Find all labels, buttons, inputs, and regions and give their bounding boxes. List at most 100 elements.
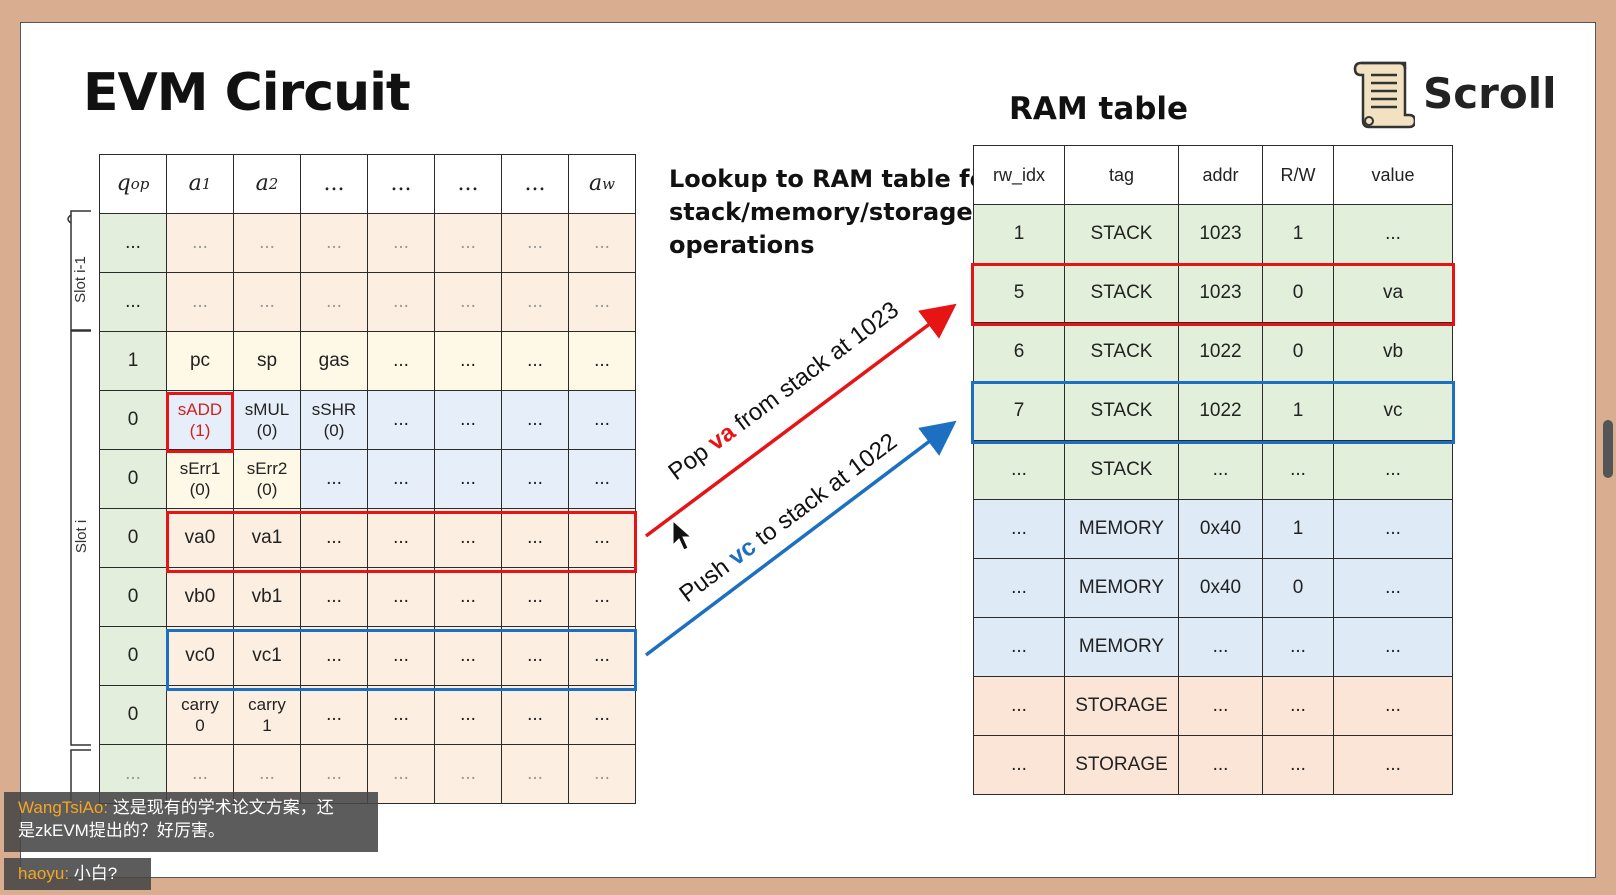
evm-cell: ... <box>99 213 167 273</box>
ram-cell: 1023 <box>1178 263 1263 323</box>
evm-cell: gas <box>300 331 368 391</box>
header-ellipsis: ... <box>434 154 502 214</box>
ram-cell: ... <box>1333 735 1453 795</box>
evm-cell: ... <box>367 508 435 568</box>
evm-cell: ... <box>568 449 636 509</box>
evm-cell: ... <box>501 744 569 804</box>
vc-row-highlight <box>166 629 637 691</box>
pop-arrow <box>644 303 957 538</box>
chat-user: haoyu: <box>18 864 70 883</box>
evm-cell: ... <box>367 331 435 391</box>
ram-cell: va <box>1333 263 1453 323</box>
ram-cell: ... <box>1178 735 1263 795</box>
ram-header-cell: tag <box>1064 145 1179 205</box>
evm-cell: 0 <box>99 508 167 568</box>
ram-cell: vb <box>1333 322 1453 382</box>
evm-cell: 0 <box>99 390 167 450</box>
ram-cell: ... <box>1178 440 1263 500</box>
mouse-cursor-icon <box>672 519 693 551</box>
evm-cell: vc0 <box>166 626 234 686</box>
evm-cell: ... <box>300 567 368 627</box>
evm-cell: ... <box>568 272 636 332</box>
ram-table-title: RAM table <box>1009 91 1189 127</box>
scrollbar-handle[interactable] <box>1603 420 1613 478</box>
evm-cell: ... <box>367 272 435 332</box>
evm-cell: ... <box>501 331 569 391</box>
push-arrow <box>644 420 957 657</box>
ram-cell: 1022 <box>1178 381 1263 441</box>
evm-cell: ... <box>434 508 502 568</box>
ram-cell: MEMORY <box>1064 558 1179 618</box>
chat-user: WangTsiAo: <box>18 798 109 817</box>
evm-cell: ... <box>300 272 368 332</box>
slide-title: EVM Circuit <box>83 63 411 123</box>
evm-cell: ... <box>501 567 569 627</box>
ram-header-cell: R/W <box>1262 145 1334 205</box>
ram-cell: 7 <box>973 381 1065 441</box>
ram-cell: ... <box>1178 676 1263 736</box>
evm-cell: ... <box>434 213 502 273</box>
ram-cell: 1 <box>1262 499 1334 559</box>
evm-cell: pc <box>166 331 234 391</box>
ram-cell: 6 <box>973 322 1065 382</box>
ram-cell: MEMORY <box>1064 617 1179 677</box>
evm-cell: sADD(1) <box>166 390 234 450</box>
evm-cell: ... <box>568 390 636 450</box>
ram-cell: ... <box>973 558 1065 618</box>
ram-cell: STORAGE <box>1064 676 1179 736</box>
ram-cell: 1022 <box>1178 322 1263 382</box>
evm-cell: ... <box>166 272 234 332</box>
ram-cell: 0 <box>1262 322 1334 382</box>
sadd-highlight <box>166 392 234 453</box>
header-ellipsis: ... <box>300 154 368 214</box>
evm-cell: ... <box>367 449 435 509</box>
evm-cell: ... <box>568 213 636 273</box>
evm-cell: 0 <box>99 626 167 686</box>
evm-cell: vb0 <box>166 567 234 627</box>
evm-cell: ... <box>300 685 368 745</box>
ram-row-5-highlight <box>971 263 1455 326</box>
evm-cell: ... <box>367 213 435 273</box>
evm-cell: sErr2(0) <box>233 449 301 509</box>
logo-text: Scroll <box>1423 68 1557 118</box>
scroll-paper-icon <box>1353 61 1415 129</box>
evm-cell: ... <box>434 744 502 804</box>
lookup-arrows: Pop va from stack at 1023 Push vc to sta… <box>644 296 957 657</box>
evm-cell: ... <box>501 272 569 332</box>
ram-cell: MEMORY <box>1064 499 1179 559</box>
ram-header-cell: value <box>1333 145 1453 205</box>
evm-cell: ... <box>434 685 502 745</box>
ram-cell: ... <box>1333 676 1453 736</box>
ram-cell: 0x40 <box>1178 558 1263 618</box>
evm-cell: ... <box>300 508 368 568</box>
ram-cell: STACK <box>1064 263 1179 323</box>
chat-text-cont: 是zkEVM提出的？好厉害。 <box>18 821 225 840</box>
ram-cell: 0 <box>1262 558 1334 618</box>
evm-cell: ... <box>233 272 301 332</box>
evm-cell: ... <box>166 213 234 273</box>
slot-brackets <box>67 210 91 803</box>
ram-cell: ... <box>1333 558 1453 618</box>
scroll-logo: Scroll <box>1351 55 1557 131</box>
ram-cell: 1023 <box>1178 204 1263 264</box>
ram-header-cell: rw_idx <box>973 145 1065 205</box>
evm-cell: ... <box>434 272 502 332</box>
evm-cell: va0 <box>166 508 234 568</box>
lookup-description: Lookup to RAM table for stack/memory/sto… <box>669 165 998 259</box>
chat-message-2: haoyu: 小白? <box>4 858 151 890</box>
va-row-highlight <box>166 511 637 573</box>
ram-cell: ... <box>1333 499 1453 559</box>
evm-cell: ... <box>501 685 569 745</box>
ram-row-7-highlight <box>971 381 1455 444</box>
ram-cell: ... <box>1333 204 1453 264</box>
chat-message-1: WangTsiAo: 这是现有的学术论文方案，还 是zkEVM提出的？好厉害。 <box>4 792 378 852</box>
evm-cell: ... <box>434 449 502 509</box>
ram-cell: STACK <box>1064 322 1179 382</box>
chat-text: 这是现有的学术论文方案，还 <box>112 798 334 817</box>
ram-cell: STACK <box>1064 440 1179 500</box>
evm-cell: ... <box>501 626 569 686</box>
